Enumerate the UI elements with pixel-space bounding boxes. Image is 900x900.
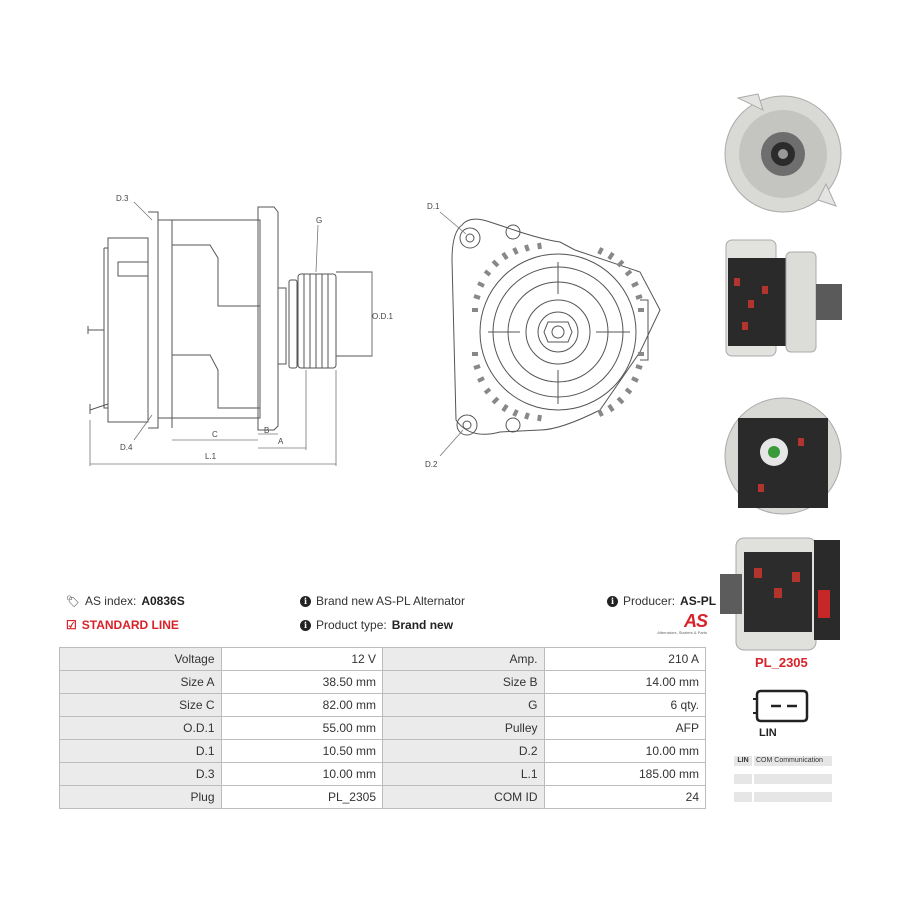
spec-key: Plug: [59, 785, 222, 809]
com-type: [734, 792, 752, 802]
label-d3: D.3: [116, 194, 129, 203]
tags-icon: 🏷︎: [66, 595, 80, 608]
product-type-value: Brand new: [391, 618, 454, 632]
label-c: C: [212, 430, 218, 439]
spec-key: L.1: [382, 762, 545, 786]
checkbox-icon: ☑: [66, 618, 77, 632]
spec-key: Size C: [59, 693, 222, 717]
info-icon: i: [300, 619, 311, 631]
spec-key: Amp.: [382, 647, 545, 671]
producer-value: AS-PL: [680, 594, 717, 608]
spec-value: 10.00 mm: [220, 762, 383, 786]
technical-drawing: D.3 D.4 G O.D.1 C B A L.1 D.1 D.2: [87, 194, 661, 469]
product-type-label: Product type:: [316, 618, 387, 632]
spec-key: D.1: [59, 739, 222, 763]
alternator-side-view: [87, 206, 373, 431]
spec-key: O.D.1: [59, 716, 222, 740]
plug-id: PL_2305: [755, 655, 808, 670]
spec-value: 210 A: [543, 647, 706, 671]
info-icon: i: [607, 595, 618, 607]
com-type: [734, 774, 752, 784]
dimension-lines: [89, 201, 373, 466]
spec-value: 10.00 mm: [543, 739, 706, 763]
spec-value: 38.50 mm: [220, 670, 383, 694]
spec-value: 12 V: [220, 647, 383, 671]
spec-value: 55.00 mm: [220, 716, 383, 740]
label-od1: O.D.1: [372, 312, 393, 321]
label-d1: D.1: [427, 202, 440, 211]
label-d2: D.2: [425, 460, 438, 469]
spec-value: AFP: [543, 716, 706, 740]
com-row: [734, 774, 832, 784]
standard-line-label: STANDARD LINE: [81, 618, 179, 632]
front-fins: [472, 242, 644, 422]
spec-key: Size A: [59, 670, 222, 694]
label-b: B: [264, 426, 269, 435]
spec-key: Voltage: [59, 647, 222, 671]
product-type: i Product type: Brand new: [300, 618, 453, 632]
product-photo-rear: [724, 397, 842, 515]
brand-info: i Brand new AS-PL Alternator: [300, 594, 465, 608]
spec-value: 10.50 mm: [220, 739, 383, 763]
spec-value: PL_2305: [220, 785, 383, 809]
label-d4: D.4: [120, 443, 133, 452]
producer: i Producer: AS-PL: [607, 594, 716, 608]
spec-value: 82.00 mm: [220, 693, 383, 717]
plug-connector-icon: [753, 689, 809, 723]
spec-value: 14.00 mm: [543, 670, 706, 694]
as-index-value: A0836S: [141, 594, 185, 608]
front-leaders: [439, 211, 467, 457]
product-photo-front: [724, 93, 842, 213]
logo-tagline: Alternators, Starters & Parts: [657, 630, 707, 635]
brand-text: Brand new AS-PL Alternator: [316, 594, 465, 608]
spec-key: Pulley: [382, 716, 545, 740]
spec-value: 6 qty.: [543, 693, 706, 717]
plug-name: LIN: [759, 727, 777, 739]
spec-key: D.2: [382, 739, 545, 763]
standard-line: ☑ STANDARD LINE: [66, 618, 179, 632]
com-row: [734, 792, 832, 802]
logo-text: AS: [683, 611, 708, 631]
spec-key: COM ID: [382, 785, 545, 809]
producer-label: Producer:: [623, 594, 676, 608]
com-desc: [754, 774, 832, 784]
label-g: G: [316, 216, 322, 225]
as-index: 🏷︎ AS index: A0836S: [66, 594, 185, 608]
spec-value: 185.00 mm: [543, 762, 706, 786]
as-index-label: AS index:: [84, 594, 137, 608]
info-icon: i: [300, 595, 311, 607]
spec-value: 24: [543, 785, 706, 809]
alternator-front-view: [451, 218, 661, 436]
com-desc: COM Communication: [754, 756, 832, 766]
product-photo-side: [725, 239, 842, 357]
label-l1: L.1: [205, 452, 217, 461]
label-a: A: [278, 437, 284, 446]
com-row: LIN COM Communication: [734, 756, 832, 766]
product-photo-angle: [720, 537, 840, 651]
spec-key: D.3: [59, 762, 222, 786]
as-pl-logo: AS Alternators, Starters & Parts: [643, 611, 708, 640]
com-type: LIN: [734, 756, 752, 766]
com-desc: [754, 792, 832, 802]
spec-key: G: [382, 693, 545, 717]
drawing-labels: D.3 D.4 G O.D.1 C B A L.1 D.1 D.2: [116, 194, 440, 469]
spec-key: Size B: [382, 670, 545, 694]
